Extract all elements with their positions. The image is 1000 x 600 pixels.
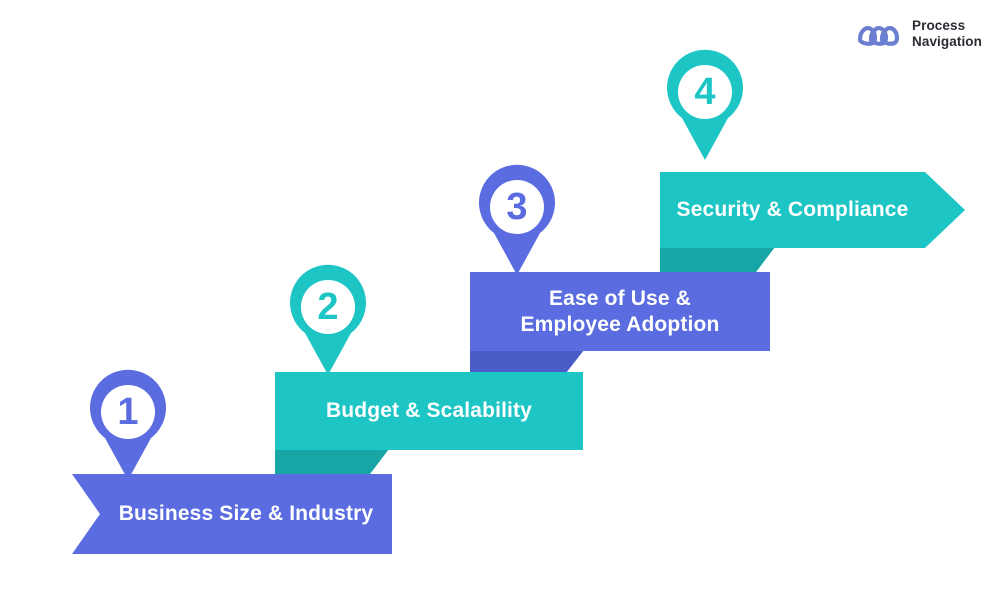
step-4-banner[interactable]: Security & Compliance: [655, 172, 970, 282]
step-3-pin-inner: [490, 180, 544, 234]
step-4-pin-marker: 4: [667, 49, 743, 160]
brand-name: Process Navigation: [911, 18, 982, 49]
step-1-pin-marker: 1: [90, 369, 166, 480]
step-1-number: 1: [117, 391, 138, 433]
step-2-banner-shape: [275, 372, 583, 482]
step-2-pin-marker: 2: [290, 264, 366, 375]
step-1-banner[interactable]: Business Size & Industry: [70, 474, 400, 564]
step-2-banner[interactable]: Budget & Scalability: [268, 372, 593, 482]
step-3-banner-shape: [470, 272, 770, 382]
brand-logo: Process Navigation: [857, 18, 982, 50]
step-4-banner-shape: [660, 172, 965, 280]
step-1-banner-shape: [72, 474, 392, 554]
step-3-ribbon: [470, 272, 770, 351]
step-4-fold-tab: [660, 247, 775, 280]
step-1-pin-inner: [101, 385, 155, 439]
step-3-number: 3: [506, 186, 527, 228]
step-2-ribbon: [275, 372, 583, 450]
step-1-ribbon: [72, 474, 392, 554]
step-2-pin-inner: [301, 280, 355, 334]
infinity-chain-logo-icon: [857, 25, 900, 46]
step-2-number: 2: [317, 286, 338, 328]
step-4-ribbon: [660, 172, 965, 248]
step-2-fold-tab: [275, 449, 389, 482]
step-4-number: 4: [694, 71, 715, 113]
step-3-pin-marker: 3: [479, 164, 555, 275]
step-4-pin-inner: [678, 65, 732, 119]
step-3-banner[interactable]: Ease of Use & Employee Adoption: [462, 272, 782, 382]
